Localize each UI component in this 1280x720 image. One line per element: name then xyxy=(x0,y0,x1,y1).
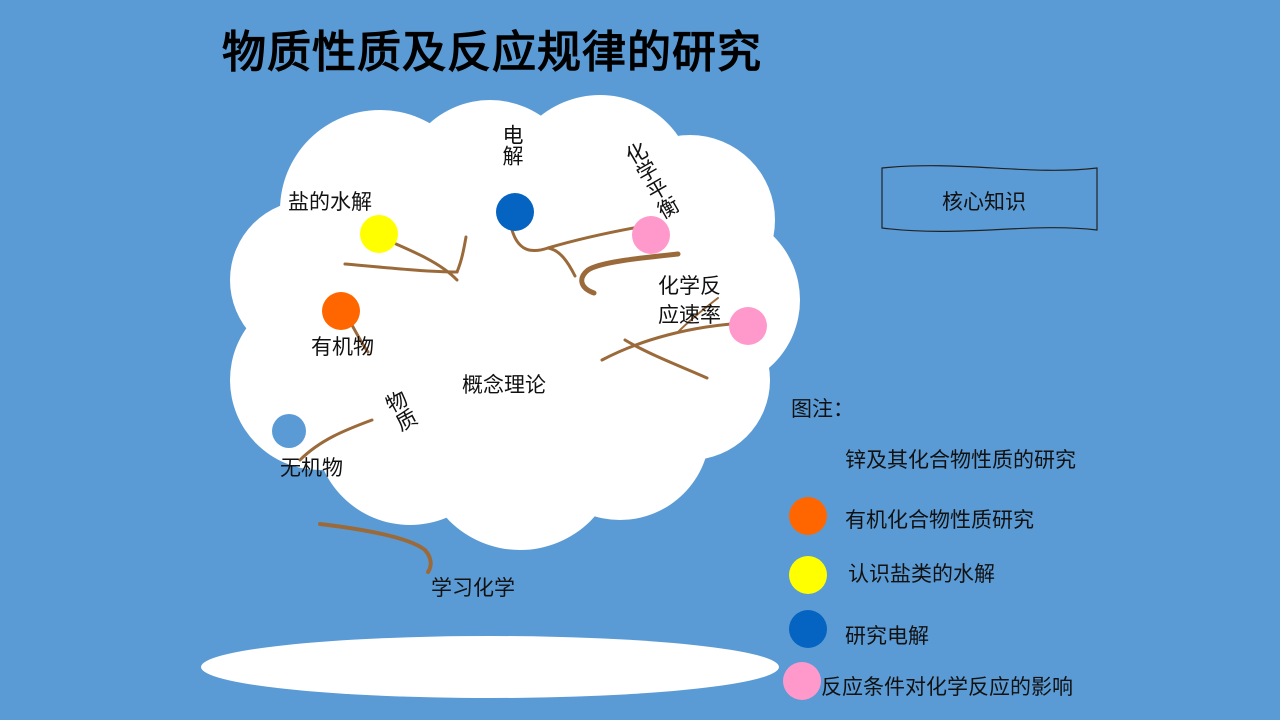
bottom-label: 学习化学 xyxy=(431,576,515,600)
organic-dot xyxy=(322,292,360,330)
key-box xyxy=(881,165,1098,233)
key-box-label: 核心知识 xyxy=(942,190,1026,214)
legend-item-salt: 认识盐类的水解 xyxy=(848,562,995,586)
legend-dot-electrolysis xyxy=(789,610,827,648)
node-electrolysis: 电解 xyxy=(500,124,524,166)
cloud-notch xyxy=(272,414,306,448)
node-reaction-rate-line1: 化学反 xyxy=(658,274,721,298)
page-title: 物质性质及反应规律的研究 xyxy=(222,27,762,78)
legend-item-organic: 有机化合物性质研究 xyxy=(845,508,1034,532)
node-organic: 有机物 xyxy=(311,335,374,359)
legend-dot-conditions xyxy=(783,662,821,700)
legend-dot-salt xyxy=(789,556,827,594)
node-salt-hydrolysis: 盐的水解 xyxy=(288,190,372,214)
legend-heading: 图注： xyxy=(791,397,854,421)
legend-item-electrolysis: 研究电解 xyxy=(845,624,929,648)
legend-item-conditions: 反应条件对化学反应的影响 xyxy=(821,675,1073,699)
legend-item-zinc: 锌及其化合物性质的研究 xyxy=(845,448,1076,472)
electrolysis-dot xyxy=(496,193,534,231)
node-inorganic: 无机物 xyxy=(280,456,343,480)
legend-dot-organic xyxy=(789,497,827,535)
node-reaction-rate-line2: 应速率 xyxy=(658,303,721,327)
reaction-rate-dot xyxy=(729,307,767,345)
concept-cloud xyxy=(230,95,800,550)
base-ellipse xyxy=(201,636,779,698)
center-label: 概念理论 xyxy=(462,373,546,397)
salt-hydrolysis-dot xyxy=(360,215,398,253)
equilibrium-dot xyxy=(632,216,670,254)
